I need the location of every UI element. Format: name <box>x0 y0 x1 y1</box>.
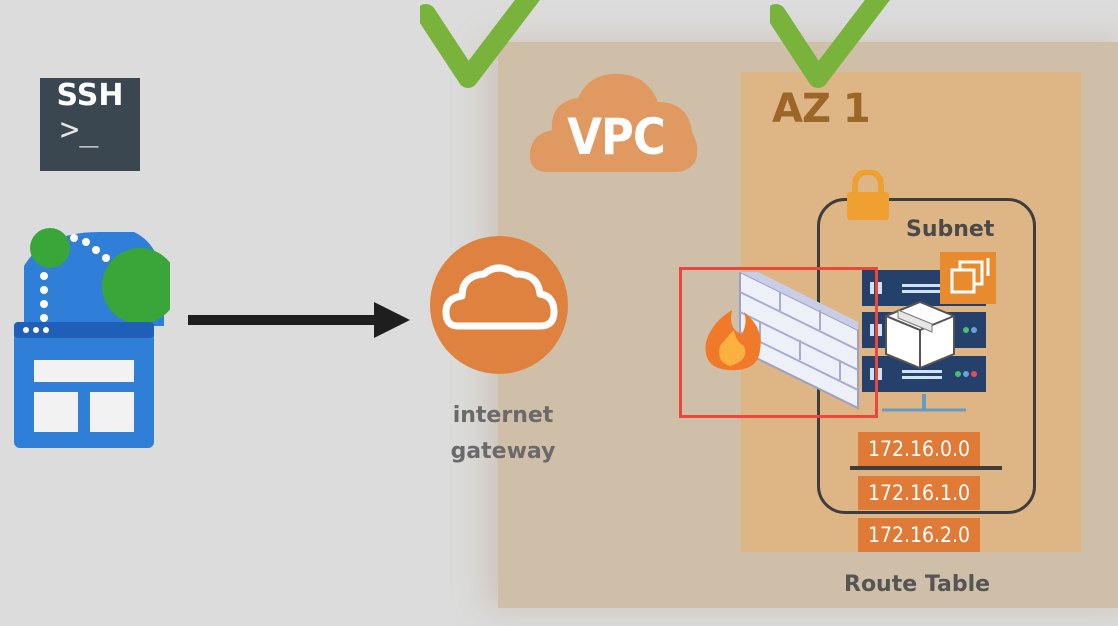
route-table-entry: 172.16.2.0 <box>858 518 980 552</box>
internet-gateway-icon <box>430 236 568 374</box>
ssh-terminal-icon <box>40 78 140 171</box>
firewall-icon <box>705 272 859 410</box>
terminal-prompt: >_ <box>60 110 99 148</box>
vpc-cloud-icon <box>529 73 698 172</box>
checkmark-icon <box>420 0 540 88</box>
ec2-instance-icon <box>940 252 996 304</box>
az-label: AZ 1 <box>772 86 871 132</box>
firewall-highlight-box <box>679 267 878 418</box>
package-box-icon <box>885 300 955 370</box>
vpc-label: VPC <box>567 108 666 166</box>
client-app-icon <box>14 228 170 448</box>
subnet-label: Subnet <box>906 217 995 242</box>
traffic-arrow <box>188 302 410 338</box>
internet-gateway-label: internet gateway <box>430 398 576 470</box>
lock-icon <box>847 170 889 220</box>
ssh-label: SSH <box>56 78 124 113</box>
route-table-entry: 172.16.0.0 <box>858 432 980 466</box>
gateway-label-line1: internet <box>452 403 554 428</box>
route-table-label: Route Table <box>844 572 991 597</box>
checkmark-icon <box>770 0 890 88</box>
server-rack-details <box>870 282 977 412</box>
route-table-entry: 172.16.1.0 <box>858 476 980 510</box>
route-table-divider <box>850 466 1002 470</box>
gateway-label-line2: gateway <box>450 439 556 464</box>
